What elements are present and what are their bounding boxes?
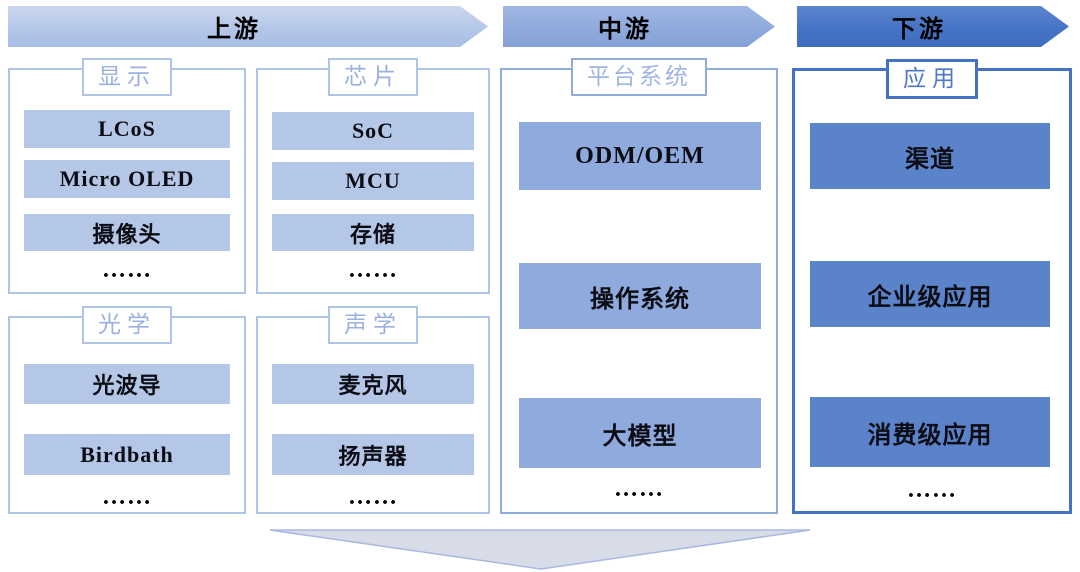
item-bar: 企业级应用 (810, 261, 1050, 327)
item-bar: SoC (272, 112, 474, 150)
group-chip: 芯片 SoC MCU 存储 …… (256, 58, 490, 294)
item-bar: 扬声器 (272, 434, 474, 475)
stage-banner-midstream: 中游 (503, 6, 775, 47)
item-bar: 麦克风 (272, 364, 474, 404)
item-bar: Micro OLED (24, 160, 230, 198)
item-bar: 存储 (272, 214, 474, 251)
group-acoustics-title: 声学 (328, 306, 418, 344)
stage-banner-downstream: 下游 (797, 6, 1069, 47)
ellipsis-more: …… (348, 257, 398, 283)
item-bar: 操作系统 (519, 263, 761, 329)
group-acoustics: 声学 麦克风 扬声器 …… (256, 306, 490, 514)
item-bar: ODM/OEM (519, 122, 761, 190)
stage-label-upstream: 上游 (207, 17, 261, 43)
group-optics-title: 光学 (82, 306, 172, 344)
stage-label-midstream: 中游 (598, 17, 652, 43)
ellipsis-more: …… (907, 477, 957, 503)
ellipsis-more: …… (102, 257, 152, 283)
stage-label-downstream: 下游 (892, 17, 946, 43)
group-platform: 平台系统 ODM/OEM 操作系统 大模型 …… (500, 58, 778, 514)
down-arrow-icon (269, 529, 811, 570)
ellipsis-more: …… (348, 484, 398, 510)
group-display: 显示 LCoS Micro OLED 摄像头 …… (8, 58, 246, 294)
item-bar: LCoS (24, 110, 230, 148)
item-bar: 消费级应用 (810, 397, 1050, 467)
ellipsis-more: …… (614, 476, 664, 502)
item-bar: 大模型 (519, 398, 761, 468)
item-bar: MCU (272, 162, 474, 200)
item-bar: 光波导 (24, 364, 230, 404)
ellipsis-more: …… (102, 484, 152, 510)
group-application-title: 应用 (886, 59, 978, 99)
item-bar: 摄像头 (24, 214, 230, 251)
item-bar: Birdbath (24, 434, 230, 475)
group-chip-title: 芯片 (328, 58, 418, 96)
group-optics: 光学 光波导 Birdbath …… (8, 306, 246, 514)
group-platform-title: 平台系统 (571, 58, 707, 96)
group-display-title: 显示 (82, 58, 172, 96)
stage-banner-upstream: 上游 (8, 6, 488, 47)
item-bar: 渠道 (810, 123, 1050, 189)
group-application: 应用 渠道 企业级应用 消费级应用 …… (792, 59, 1072, 514)
